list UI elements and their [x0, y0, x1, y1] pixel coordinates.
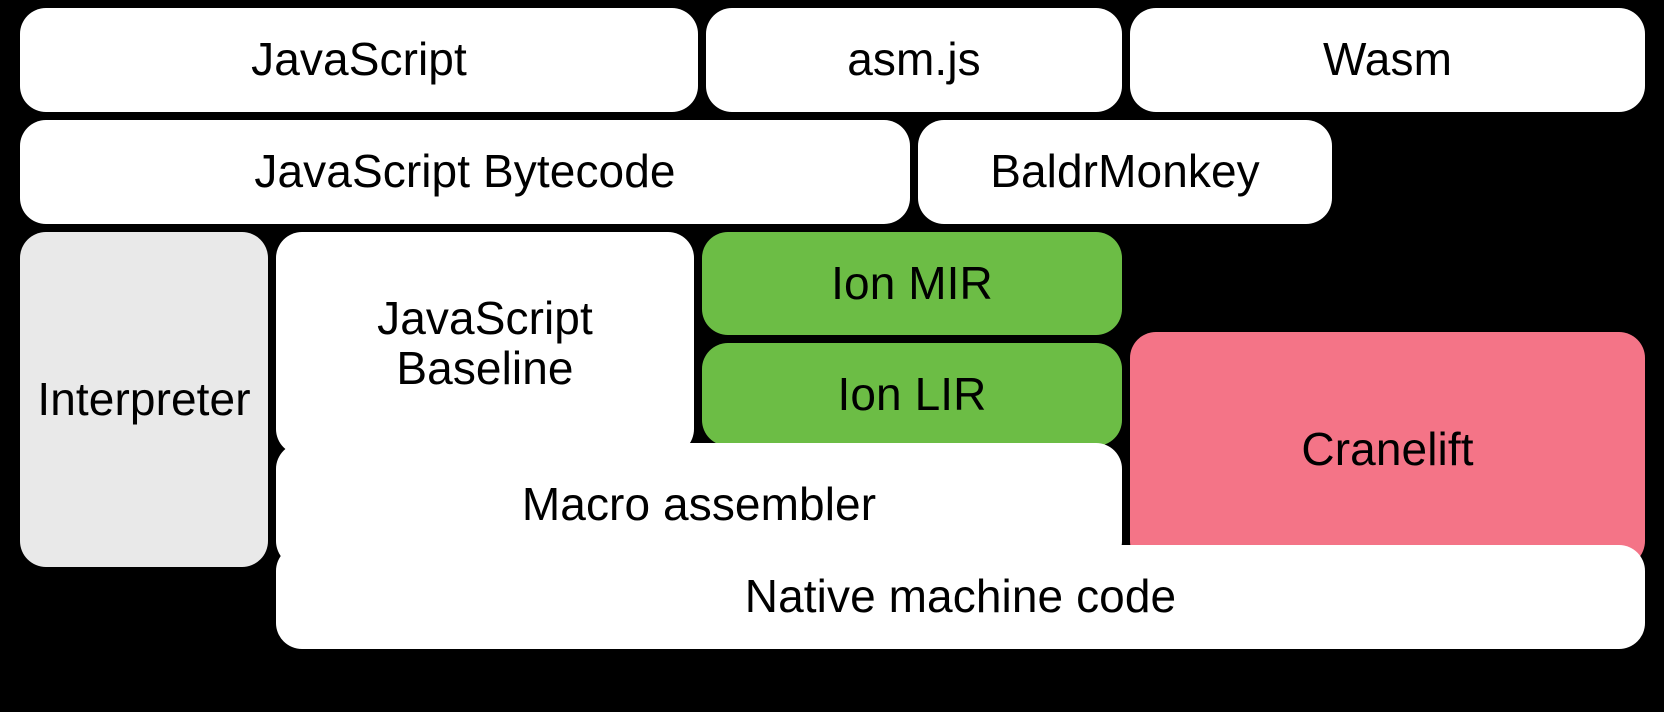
node-javascript-source[interactable]: JavaScript	[20, 8, 698, 112]
node-label-javascript-source: JavaScript	[251, 33, 467, 86]
node-cranelift[interactable]: Cranelift	[1130, 332, 1645, 567]
node-javascript-bytecode[interactable]: JavaScript Bytecode	[20, 120, 910, 224]
node-label-baldrmonkey: BaldrMonkey	[990, 145, 1260, 198]
node-label-javascript-bytecode: JavaScript Bytecode	[254, 145, 676, 198]
node-label-javascript-baseline: JavaScript Baseline	[377, 291, 593, 394]
node-baldrmonkey[interactable]: BaldrMonkey	[918, 120, 1332, 224]
node-label-interpreter: Interpreter	[37, 372, 251, 425]
node-wasm-source[interactable]: Wasm	[1130, 8, 1645, 112]
node-label-cranelift: Cranelift	[1301, 422, 1474, 475]
node-label-macro-assembler: Macro assembler	[521, 478, 877, 531]
node-interpreter[interactable]: Interpreter	[20, 232, 268, 567]
node-asm-js-source[interactable]: asm.js	[706, 8, 1122, 112]
node-ion-lir[interactable]: Ion LIR	[702, 343, 1122, 446]
node-label-ion-lir: Ion LIR	[837, 367, 987, 420]
node-label-native-machine-code: Native machine code	[744, 570, 1177, 623]
node-label-wasm-source: Wasm	[1322, 33, 1452, 86]
node-label-asm-js-source: asm.js	[847, 33, 981, 86]
node-javascript-baseline[interactable]: JavaScript Baseline	[276, 232, 694, 455]
node-ion-mir[interactable]: Ion MIR	[702, 232, 1122, 335]
node-native-machine-code[interactable]: Native machine code	[276, 545, 1645, 649]
node-label-ion-mir: Ion MIR	[831, 256, 993, 309]
